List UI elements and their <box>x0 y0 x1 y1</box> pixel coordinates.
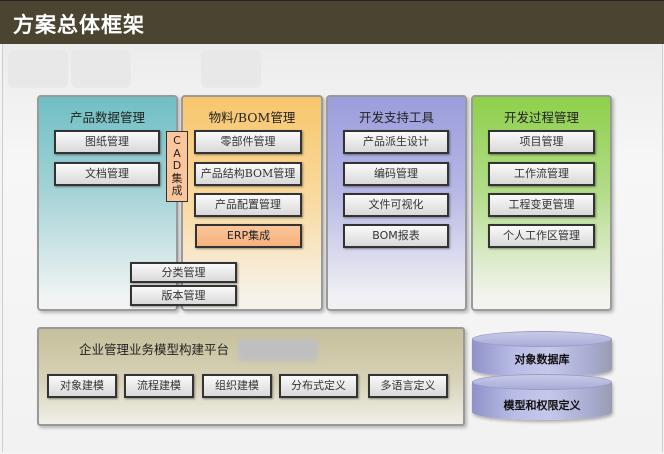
document-management-box[interactable]: 文档管理 <box>54 162 160 186</box>
background-decoration <box>201 50 261 88</box>
background-decoration <box>71 50 131 88</box>
product-structure-bom-box[interactable]: 产品结构BOM管理 <box>194 162 302 186</box>
cylinder-label: 模型和权限定义 <box>503 399 581 412</box>
file-visualization-box[interactable]: 文件可视化 <box>343 193 449 217</box>
project-management-box[interactable]: 项目管理 <box>488 130 595 154</box>
page-title: 方案总体框架 <box>13 13 145 37</box>
cylinder-label: 对象数据库 <box>514 353 570 366</box>
personal-workspace-management-box[interactable]: 个人工作区管理 <box>488 224 595 248</box>
drawing-management-box[interactable]: 图纸管理 <box>54 130 160 154</box>
title-bar: 方案总体框架 <box>0 0 664 44</box>
cad-letter: 成 <box>171 184 183 197</box>
product-derivative-design-box[interactable]: 产品派生设计 <box>343 130 449 154</box>
platform-title: 企业管理业务模型构建平台 <box>79 342 230 357</box>
version-management-box[interactable]: 版本管理 <box>130 285 237 306</box>
panel-title: 开发支持工具 <box>358 110 434 125</box>
cylinder-top <box>472 331 612 347</box>
cad-letter: A <box>173 146 181 160</box>
panel-title: 物料/BOM管理 <box>208 110 296 125</box>
multi-language-definition-box[interactable]: 多语言定义 <box>368 374 448 398</box>
process-modeling-box[interactable]: 流程建模 <box>124 374 194 398</box>
object-database-cylinder[interactable]: 对象数据库 <box>472 331 612 381</box>
organization-modeling-box[interactable]: 组织建模 <box>202 374 272 398</box>
workflow-management-box[interactable]: 工作流管理 <box>488 162 595 186</box>
model-permission-cylinder[interactable]: 模型和权限定义 <box>472 374 612 424</box>
distributed-definition-box[interactable]: 分布式定义 <box>279 374 358 398</box>
background-decoration <box>8 50 68 88</box>
cad-letter: 集 <box>171 171 183 185</box>
parts-management-box[interactable]: 零部件管理 <box>194 130 302 154</box>
cylinder-top <box>472 374 612 390</box>
classification-management-box[interactable]: 分类管理 <box>130 262 237 283</box>
panel-title: 开发过程管理 <box>503 110 579 125</box>
coding-management-box[interactable]: 编码管理 <box>343 162 449 186</box>
erp-integration-box[interactable]: ERP集成 <box>195 224 302 248</box>
redacted-text <box>238 339 318 361</box>
product-configuration-box[interactable]: 产品配置管理 <box>194 193 302 217</box>
engineering-change-management-box[interactable]: 工程变更管理 <box>488 193 595 217</box>
bom-report-box[interactable]: BOM报表 <box>343 224 449 248</box>
cad-letter: C <box>173 134 181 147</box>
panel-title: 产品数据管理 <box>69 110 145 125</box>
object-modeling-box[interactable]: 对象建模 <box>47 374 117 398</box>
cad-integration-box[interactable]: C A D 集 成 <box>166 131 188 202</box>
cad-letter: D <box>172 159 182 172</box>
